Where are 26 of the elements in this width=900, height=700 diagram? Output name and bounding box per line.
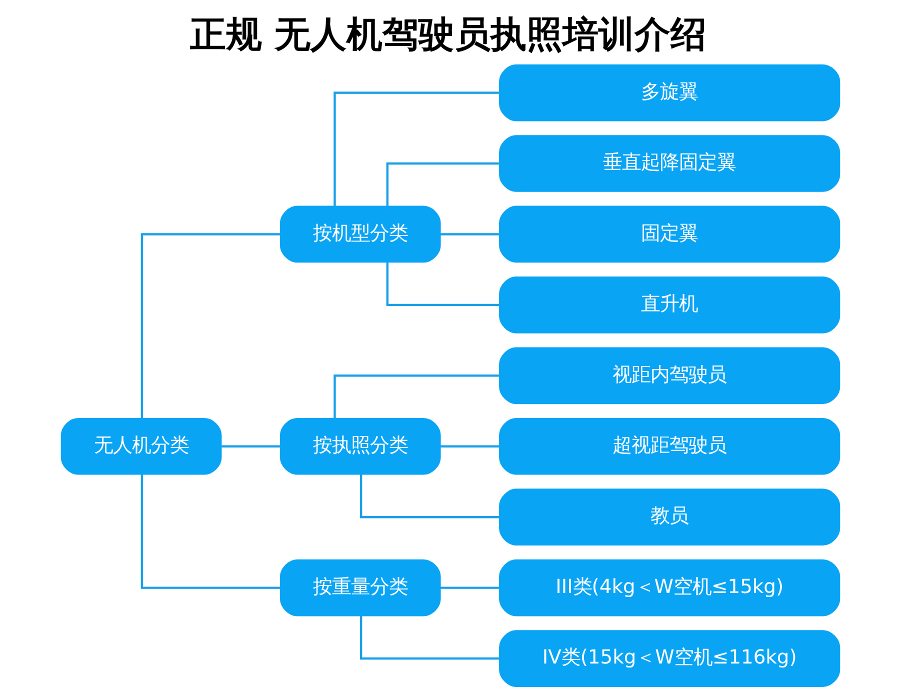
connector — [440, 586, 499, 589]
node-box: 垂直起降固定翼 — [498, 135, 840, 192]
node-box: 按执照分类 — [279, 418, 440, 475]
connector — [440, 445, 499, 448]
node-box: 按机型分类 — [279, 206, 440, 263]
node-box: 多旋翼 — [498, 64, 840, 122]
node-box: 固定翼 — [498, 206, 840, 263]
diagram-title: 正规 无人机驾驶员执照培训介绍 — [189, 14, 706, 56]
connector — [386, 162, 499, 206]
node-box: 教员 — [498, 488, 840, 546]
node-box: 无人机分类 — [60, 418, 222, 475]
connector — [140, 474, 280, 589]
connector — [333, 374, 500, 418]
node-box: 直升机 — [498, 276, 840, 334]
connector — [440, 233, 499, 236]
node-box: 按重量分类 — [279, 559, 440, 616]
connector — [359, 616, 500, 660]
connector — [333, 92, 500, 206]
node-box: IV类(15kg＜W空机≤116kg) — [498, 630, 840, 687]
connector — [221, 445, 280, 448]
connector — [386, 262, 499, 306]
node-box: 超视距驾驶员 — [498, 418, 840, 475]
node-box: 视距内驾驶员 — [498, 347, 840, 404]
connector — [359, 474, 500, 518]
node-box: III类(4kg＜W空机≤15kg) — [498, 559, 840, 616]
connector — [140, 233, 280, 419]
